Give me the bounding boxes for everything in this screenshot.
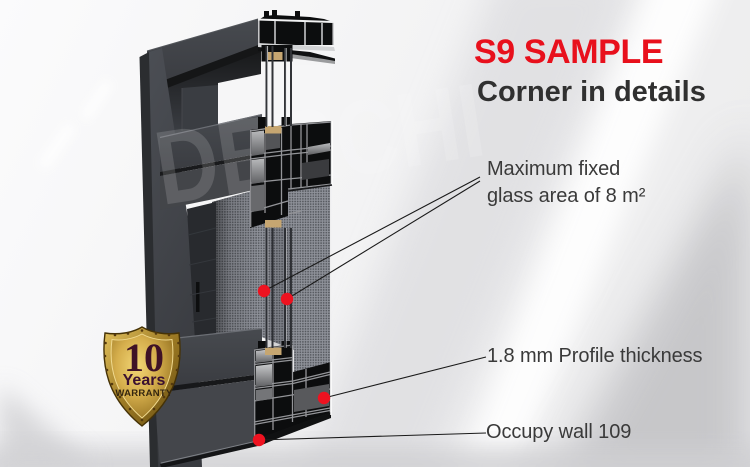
svg-text:10: 10: [124, 335, 164, 380]
svg-text:WARRANTY: WARRANTY: [115, 388, 173, 399]
svg-text:Years: Years: [123, 372, 166, 389]
